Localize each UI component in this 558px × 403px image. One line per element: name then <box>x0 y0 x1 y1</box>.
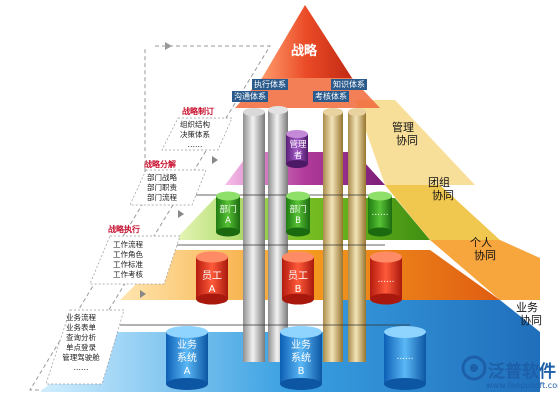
stage-items-formulate: 组织结构 决策体系 …… <box>180 120 210 149</box>
staff-cylinder-b <box>282 251 314 305</box>
brand-logo: 泛普软件 www.fanpusoft.com <box>458 355 558 403</box>
dept-cylinder-a <box>216 191 240 237</box>
pillar-1-top <box>243 108 265 116</box>
system-cylinder-a <box>166 326 208 390</box>
manager-cylinder <box>286 134 308 164</box>
tag-communication-system: 沟通体系 <box>232 91 268 102</box>
staff-label-a: 员工 A <box>202 271 222 295</box>
brand-logo-icon <box>461 355 487 381</box>
pillar-1 <box>243 112 265 362</box>
stage-items-business: 业务流程 业务表单 查询分析 单点登录 管理驾驶舱 …… <box>62 313 100 372</box>
system-label-b: 业务 系统 B <box>291 340 311 377</box>
pillar-2 <box>268 110 288 362</box>
tag-assessment-system: 考核体系 <box>313 91 349 102</box>
dept-label-a: 部门 A <box>219 205 237 226</box>
pillar-3 <box>323 112 343 362</box>
pillar-2-top <box>268 106 288 114</box>
guide-boxes <box>45 117 233 385</box>
arrow-down-icon <box>178 210 184 218</box>
brand-url: www.fanpusoft.com <box>486 381 558 390</box>
manager-cylinder-bottom <box>286 160 308 168</box>
pillar-3-top <box>323 108 343 116</box>
tag-knowledge-system: 知识体系 <box>331 79 367 90</box>
manager-cylinder-top <box>286 130 308 138</box>
layer-label-team: 团组 协同 <box>428 176 454 202</box>
layer-label-management: 管理 协同 <box>392 121 418 147</box>
stage-items-execute: 工作流程 工作角色 工作标准 工作考核 <box>113 240 143 279</box>
arrow-down-icon <box>140 290 146 298</box>
dept-label-b: 部门 B <box>289 205 307 226</box>
apex-label: 战略 <box>291 44 318 59</box>
band-person-side <box>430 240 540 300</box>
manager-label: 管理 者 <box>289 140 307 161</box>
layer-label-person: 个人 协同 <box>470 236 496 262</box>
arrow-down-icon <box>212 156 218 164</box>
stage-head-execute: 战略执行 <box>108 225 140 234</box>
system-label-a: 业务 系统 A <box>177 340 197 377</box>
tag-execution-system: 执行体系 <box>252 79 288 90</box>
staff-cylinder-a <box>196 251 228 305</box>
staff-label-more: …… <box>377 275 395 285</box>
system-cylinder-more <box>384 326 426 390</box>
system-label-more: …… <box>396 352 414 362</box>
pillar-4 <box>348 112 366 362</box>
stage-items-decompose: 部门战略 部门职责 部门流程 <box>147 173 177 202</box>
layer-label-business: 业务 协同 <box>516 301 542 327</box>
staff-label-b: 员工 B <box>288 271 308 295</box>
pillar-4-top <box>348 108 366 116</box>
brand-name: 泛普软件 <box>488 362 556 382</box>
apex-triangle <box>262 5 352 78</box>
system-cylinder-b <box>280 326 322 390</box>
staff-cylinder-more <box>370 251 402 305</box>
band-management-side <box>355 100 475 185</box>
dept-cylinder-more <box>368 191 392 237</box>
stage-head-formulate: 战略制订 <box>182 107 214 116</box>
dept-label-more: …… <box>371 208 389 218</box>
arrow-right-icon <box>165 42 172 50</box>
stage-head-decompose: 战略分解 <box>144 160 176 169</box>
band-team-side <box>385 185 500 240</box>
dept-cylinder-b <box>286 191 310 237</box>
